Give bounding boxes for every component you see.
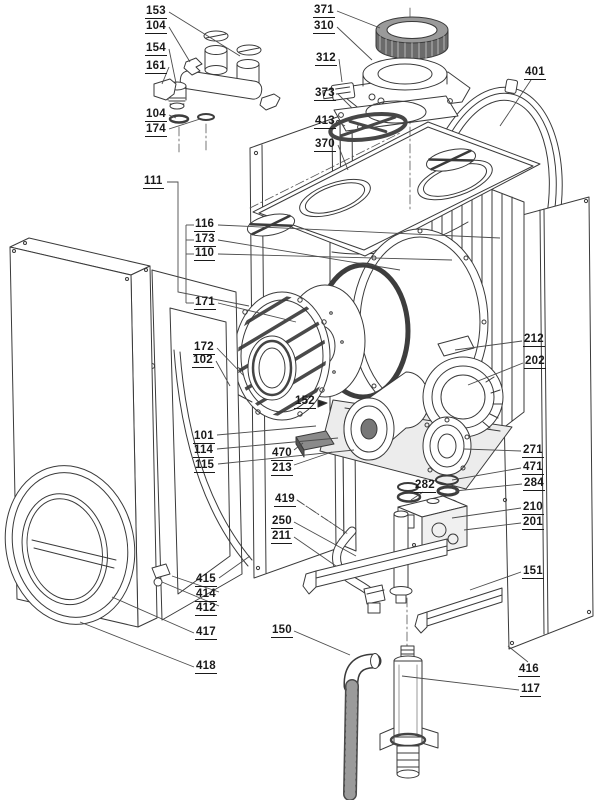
leader-line-282 bbox=[410, 491, 424, 501]
o-ring bbox=[435, 474, 459, 486]
leader-line-310 bbox=[336, 26, 373, 61]
leader-line-413 bbox=[337, 121, 346, 127]
leader-line-210 bbox=[451, 507, 522, 519]
leader-line-371 bbox=[336, 10, 381, 29]
leader-line-104 bbox=[168, 114, 177, 119]
combustion-door-group bbox=[149, 228, 489, 421]
leader-line-153 bbox=[168, 11, 241, 57]
o-ring bbox=[197, 113, 215, 121]
leader-line-312 bbox=[338, 58, 343, 83]
leader-line-150 bbox=[293, 630, 351, 656]
inner-front-panel bbox=[151, 269, 253, 621]
frame-rail bbox=[302, 538, 448, 595]
leader-line-102 bbox=[215, 360, 231, 387]
pump-elbow bbox=[422, 416, 472, 476]
position-arrow bbox=[317, 399, 328, 408]
frame-rail bbox=[414, 587, 503, 634]
flue-adapter-group bbox=[322, 7, 471, 213]
leader-line-117 bbox=[401, 675, 520, 691]
leader-line-101 bbox=[216, 425, 317, 436]
leader-lines bbox=[79, 10, 532, 691]
bottom-rails bbox=[302, 538, 503, 634]
leader-line-116 bbox=[217, 224, 501, 239]
leader-line-370 bbox=[337, 144, 349, 171]
leader-line-418 bbox=[79, 621, 195, 668]
o-ring bbox=[168, 114, 190, 124]
leader-line-417 bbox=[111, 596, 195, 634]
leader-line-284 bbox=[454, 483, 523, 492]
leader-line-173 bbox=[217, 239, 401, 271]
leader-line-470 bbox=[293, 442, 304, 451]
leader-line-211 bbox=[293, 536, 337, 567]
leader-line-201 bbox=[463, 522, 522, 531]
retaining-clip bbox=[183, 57, 203, 76]
leader-line-271 bbox=[463, 448, 522, 452]
leader-line-414 bbox=[171, 575, 220, 593]
flue-ribbed-ring bbox=[375, 16, 449, 60]
leader-line-171 bbox=[217, 302, 297, 323]
fan bbox=[343, 371, 430, 461]
o-ring bbox=[396, 491, 422, 503]
flue-sensor bbox=[322, 82, 356, 101]
leader-line-172 bbox=[216, 347, 245, 377]
leader-line-111 bbox=[167, 181, 250, 307]
leader-line-412 bbox=[161, 581, 220, 607]
inspection-cap-handles bbox=[246, 148, 477, 237]
leader-line-161 bbox=[161, 66, 170, 85]
leader-line-416 bbox=[507, 645, 529, 663]
leader-line-174 bbox=[168, 118, 201, 130]
flue-restrictor-ring bbox=[328, 111, 408, 143]
leader-line-114 bbox=[216, 437, 339, 450]
leader-line-154 bbox=[168, 48, 177, 84]
retaining-clip bbox=[153, 78, 177, 101]
leader-line-104 bbox=[168, 26, 191, 63]
leader-line-250 bbox=[293, 521, 357, 557]
valve-cap bbox=[236, 44, 262, 56]
front-casing bbox=[4, 237, 253, 628]
door-bezel-ring bbox=[4, 465, 136, 625]
condensate-siphon bbox=[379, 597, 439, 779]
o-ring bbox=[397, 482, 419, 492]
leader-line-212 bbox=[454, 340, 523, 351]
leader-line-373 bbox=[337, 93, 353, 109]
leader-line-151 bbox=[469, 571, 522, 591]
condensate-hose bbox=[343, 653, 382, 800]
leader-line-110 bbox=[217, 253, 453, 261]
fill-valve-assembly bbox=[153, 30, 401, 209]
leader-line-415 bbox=[218, 555, 251, 579]
retaining-clip bbox=[259, 93, 281, 111]
leader-line-419 bbox=[296, 499, 346, 533]
leader-line-202 bbox=[467, 362, 524, 386]
leader-line-471 bbox=[451, 467, 522, 481]
leader-line-401 bbox=[499, 79, 532, 127]
leader-line-213 bbox=[293, 451, 333, 466]
